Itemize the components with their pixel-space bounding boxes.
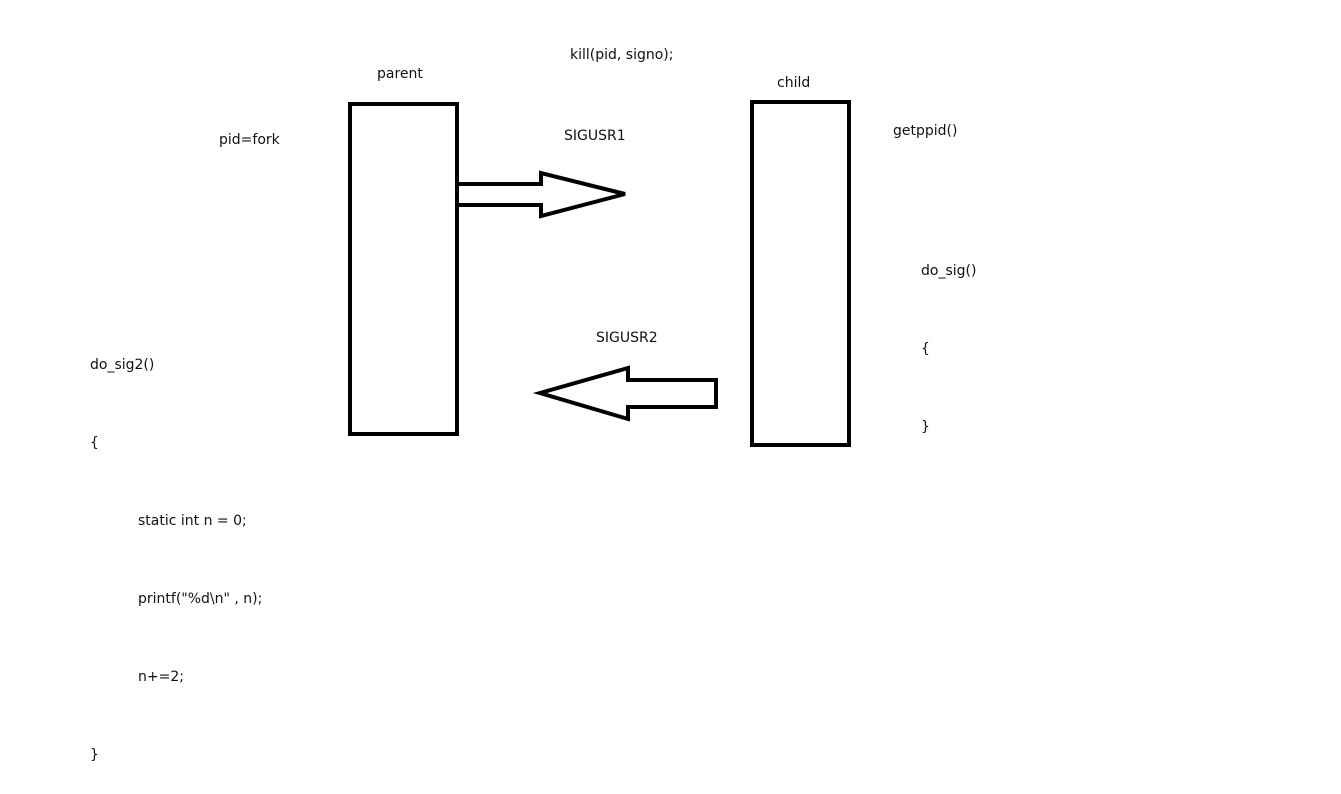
- sigusr1-arrow: [455, 170, 626, 219]
- code-line: static int n = 0;: [138, 513, 247, 529]
- code-line: printf("%d\n" , n);: [138, 591, 263, 607]
- diagram-canvas: [348, 100, 851, 447]
- code-line: {: [90, 435, 99, 451]
- code-line: }: [921, 419, 930, 435]
- parent-label: parent: [377, 66, 423, 82]
- getppid-label: getppid(): [893, 123, 958, 139]
- code-line: do_sig(): [921, 263, 977, 279]
- kill-call-label: kill(pid, signo);: [570, 47, 674, 63]
- child-process-box: [750, 100, 851, 447]
- child-handler-code: do_sig() { }: [921, 206, 976, 466]
- sigusr2-label: SIGUSR2: [596, 330, 658, 346]
- parent-handler-code: do_sig2() { static int n = 0; printf("%d…: [90, 300, 262, 794]
- code-line: }: [90, 747, 99, 763]
- sigusr2-arrow: [532, 365, 718, 422]
- pid-fork-label: pid=fork: [219, 132, 280, 148]
- sigusr1-label: SIGUSR1: [564, 128, 626, 144]
- code-line: {: [921, 341, 930, 357]
- code-line: do_sig2(): [90, 357, 155, 373]
- code-line: n+=2;: [138, 669, 184, 685]
- parent-process-box: [348, 102, 459, 436]
- child-label: child: [777, 75, 811, 91]
